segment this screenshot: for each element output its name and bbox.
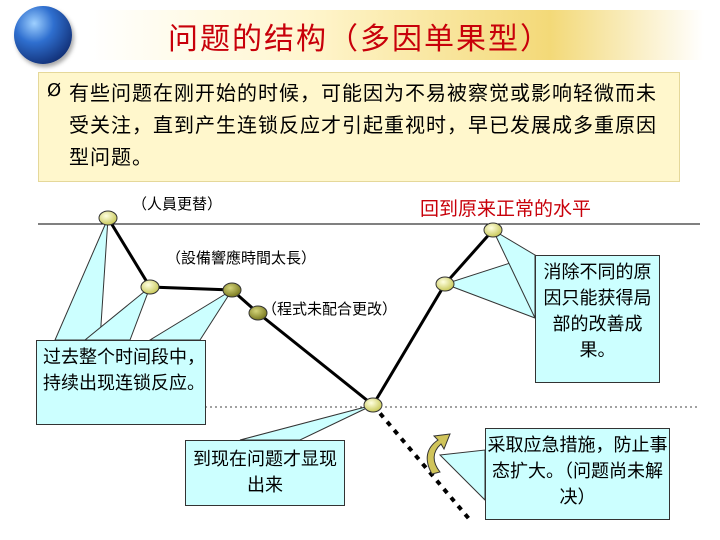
node-personnel: [141, 280, 159, 294]
callout-wedge-chain-3: [150, 290, 232, 340]
label-return-normal: 回到原来正常的水平: [420, 194, 591, 221]
label-program: （程式未配合更改）: [262, 298, 397, 319]
node-equipment: [223, 283, 241, 297]
callout-chain-reaction: 过去整个时间段中，持续出现连锁反应。: [36, 340, 206, 425]
callout-problem-surfaces: 到现在问题才显现出来: [185, 440, 345, 506]
node-lowest: [364, 398, 382, 412]
callout-wedge-chain-1: [55, 218, 108, 340]
callout-wedge-surface: [240, 405, 373, 440]
label-equipment: （設備響應時間太長）: [166, 247, 316, 268]
label-personnel: （人員更替）: [132, 193, 222, 214]
callout-eliminate-causes: 消除不同的原因只能获得局部的改善成果。: [535, 255, 660, 383]
callout-emergency-measures: 采取应急措施，防止事态扩大。（问题尚未解决）: [485, 428, 670, 520]
node-return: [484, 223, 502, 237]
node-start: [99, 211, 117, 225]
node-recovery: [436, 277, 454, 291]
